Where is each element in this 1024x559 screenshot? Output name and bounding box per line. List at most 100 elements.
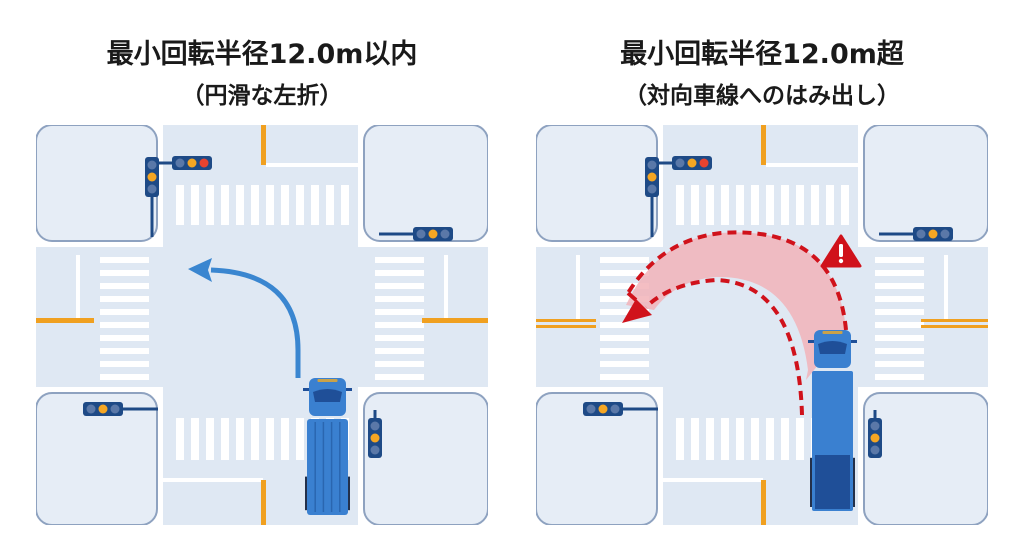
crosswalk-stripe (191, 418, 199, 460)
crosswalk-stripe (766, 418, 774, 460)
truck-rear-bed (815, 455, 850, 509)
crosswalk-stripe (600, 296, 649, 302)
center-line (261, 125, 266, 165)
crosswalk-stripe (841, 185, 849, 225)
crosswalk-stripe (100, 322, 149, 328)
crosswalk-stripe (375, 283, 424, 289)
center-line (422, 318, 488, 323)
crosswalk-stripe (676, 185, 684, 225)
crosswalk-stripe (766, 185, 774, 225)
crosswalk-stripe (100, 374, 149, 380)
signal-lamp (699, 158, 709, 168)
right-panel-subtitle: （対向車線へのはみ出し） (624, 83, 900, 109)
crosswalk-stripe (236, 418, 244, 460)
crosswalk-stripe (600, 374, 649, 380)
truck-body (307, 419, 348, 515)
signal-lamp (675, 158, 685, 168)
city-block (363, 125, 488, 242)
center-line (761, 480, 766, 525)
signal-lamp (870, 421, 880, 431)
signal-lamp (147, 160, 157, 170)
signal-lamp (175, 158, 185, 168)
signal-lamp (147, 184, 157, 194)
city-block (863, 392, 988, 525)
warning-exclamation (839, 244, 843, 257)
center-line (921, 325, 988, 328)
signal-lamp (687, 158, 697, 168)
crosswalk-stripe (221, 418, 229, 460)
left-panel-title: 最小回転半径12.0m以内 (106, 39, 418, 70)
stop-line (76, 255, 80, 320)
signal-lamp (416, 229, 426, 239)
crosswalk-stripe (751, 418, 759, 460)
left-panel-subtitle: （円滑な左折） (181, 83, 343, 109)
crosswalk-stripe (176, 418, 184, 460)
crosswalk-stripe (751, 185, 759, 225)
crosswalk-stripe (100, 257, 149, 263)
city-block (863, 125, 988, 242)
city-block (36, 392, 158, 525)
signal-lamp (147, 172, 157, 182)
crosswalk-stripe (206, 418, 214, 460)
crosswalk-stripe (676, 418, 684, 460)
intersection-diagram-right (536, 125, 988, 525)
crosswalk-stripe (826, 185, 834, 225)
crosswalk-stripe (341, 185, 349, 225)
crosswalk-stripe (600, 283, 649, 289)
crosswalk-stripe (600, 348, 649, 354)
turn-path-arrow (210, 267, 301, 378)
crosswalk-stripe (251, 418, 259, 460)
signal-lamp (428, 229, 438, 239)
crosswalk-stripe (796, 418, 804, 460)
city-block (36, 125, 158, 242)
signal-lamp (370, 421, 380, 431)
signal-lamp (598, 404, 608, 414)
crosswalk-stripe (691, 185, 699, 225)
crosswalk-stripe (375, 374, 424, 380)
crosswalk-stripe (176, 185, 184, 225)
crosswalk-stripe (600, 309, 649, 315)
signal-lamp (110, 404, 120, 414)
crosswalk-stripe (100, 270, 149, 276)
stop-line (766, 163, 858, 167)
outer-swept-path (626, 230, 848, 331)
crosswalk-stripe (875, 361, 924, 367)
crosswalk-stripe (875, 335, 924, 341)
crosswalk-stripe (781, 185, 789, 225)
signal-lamp (647, 184, 657, 194)
crosswalk-stripe (875, 270, 924, 276)
crosswalk-stripe (375, 322, 424, 328)
crosswalk-stripe (296, 185, 304, 225)
crosswalk-stripe (100, 309, 149, 315)
signal-lamp (440, 229, 450, 239)
crosswalk-stripe (600, 270, 649, 276)
stop-line (444, 255, 448, 320)
city-block (536, 125, 658, 242)
crosswalk-stripe (375, 270, 424, 276)
crosswalk-stripe (221, 185, 229, 225)
signal-lamp (928, 229, 938, 239)
signal-lamp (916, 229, 926, 239)
intersection-diagram-left (36, 125, 488, 525)
crosswalk-stripe (100, 335, 149, 341)
crosswalk-stripe (706, 418, 714, 460)
crosswalk-stripe (796, 185, 804, 225)
center-line (261, 480, 266, 525)
crosswalk-stripe (600, 257, 649, 263)
crosswalk-stripe (266, 418, 274, 460)
crosswalk-stripe (281, 185, 289, 225)
crosswalk-stripe (375, 361, 424, 367)
city-block (536, 392, 658, 525)
stop-line (576, 255, 580, 320)
crosswalk-stripe (706, 185, 714, 225)
truck-lights (822, 331, 843, 334)
center-line (536, 325, 596, 328)
warning-exclamation-dot (838, 258, 844, 264)
crosswalk-stripe (236, 185, 244, 225)
truck-windshield (818, 341, 847, 354)
crosswalk-stripe (875, 283, 924, 289)
crosswalk-stripe (375, 335, 424, 341)
crosswalk-stripe (375, 309, 424, 315)
crosswalk-stripe (281, 418, 289, 460)
signal-lamp (370, 433, 380, 443)
